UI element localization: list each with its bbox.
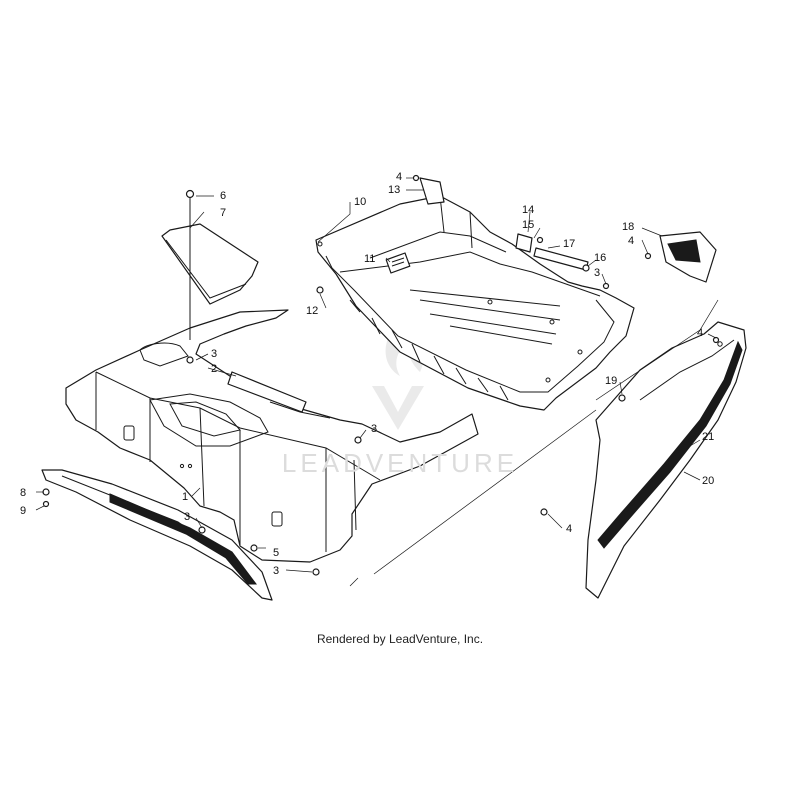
callout-6: 6 <box>220 190 226 202</box>
callout-2: 2 <box>211 363 217 375</box>
guide-lines <box>349 299 719 587</box>
leader-lines <box>35 177 717 573</box>
strip-2 <box>227 371 307 413</box>
side-panel-20 <box>585 321 747 599</box>
callout-4a: 4 <box>396 171 402 183</box>
callout-4d: 4 <box>566 523 572 535</box>
rear-valance-8 <box>41 469 273 601</box>
callout-18: 18 <box>622 221 634 233</box>
callout-3c: 3 <box>184 511 190 523</box>
callout-7: 7 <box>220 207 226 219</box>
callout-4c: 4 <box>697 327 703 339</box>
callout-3b: 3 <box>371 423 377 435</box>
callout-5: 5 <box>273 547 279 559</box>
callout-3a: 3 <box>211 348 217 360</box>
watermark-text: LEADVENTURE <box>281 448 519 478</box>
callout-11: 11 <box>364 253 375 265</box>
render-credit: Rendered by LeadVenture, Inc. <box>316 632 484 646</box>
bracket-13 <box>419 177 445 205</box>
callout-16: 16 <box>594 252 606 264</box>
cargo-box <box>315 195 635 411</box>
rear-body-1 <box>65 309 479 563</box>
fasteners <box>42 174 720 576</box>
callout-3e: 3 <box>594 267 600 279</box>
callout-13: 13 <box>388 184 400 196</box>
callout-20: 20 <box>702 475 714 487</box>
callout-14: 14 <box>522 204 534 216</box>
callout-3d: 3 <box>273 565 279 577</box>
callout-4b: 4 <box>628 235 634 247</box>
callout-17: 17 <box>563 238 575 250</box>
callout-19: 19 <box>605 375 617 387</box>
latch-14 <box>515 233 533 253</box>
callout-9: 9 <box>20 505 26 517</box>
callout-labels: 1 2 3 3 3 3 3 3 4 4 4 4 5 6 7 8 9 10 11 … <box>20 171 714 577</box>
callout-15: 15 <box>522 219 534 231</box>
callout-1: 1 <box>182 491 188 503</box>
callout-10: 10 <box>354 196 366 208</box>
tail-light-18 <box>659 231 717 283</box>
callout-21: 21 <box>702 431 714 443</box>
console-lid-7 <box>161 223 259 305</box>
callout-12: 12 <box>306 305 318 317</box>
callout-8: 8 <box>20 487 26 499</box>
